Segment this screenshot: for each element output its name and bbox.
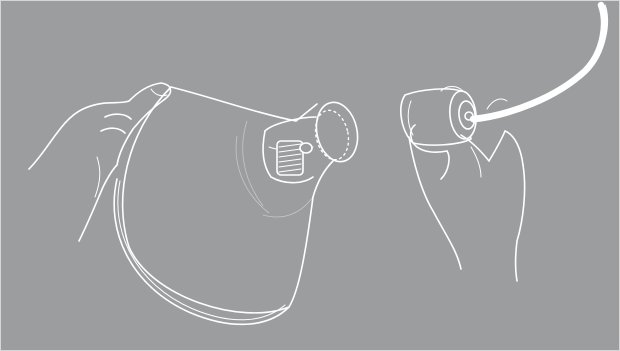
power-cord bbox=[473, 5, 608, 122]
lamp-collar-opening bbox=[311, 98, 363, 165]
threaded-lamp-socket bbox=[277, 141, 312, 175]
bulb-socket bbox=[401, 89, 479, 145]
lamp-shade bbox=[114, 87, 363, 324]
left-hand bbox=[29, 83, 171, 241]
